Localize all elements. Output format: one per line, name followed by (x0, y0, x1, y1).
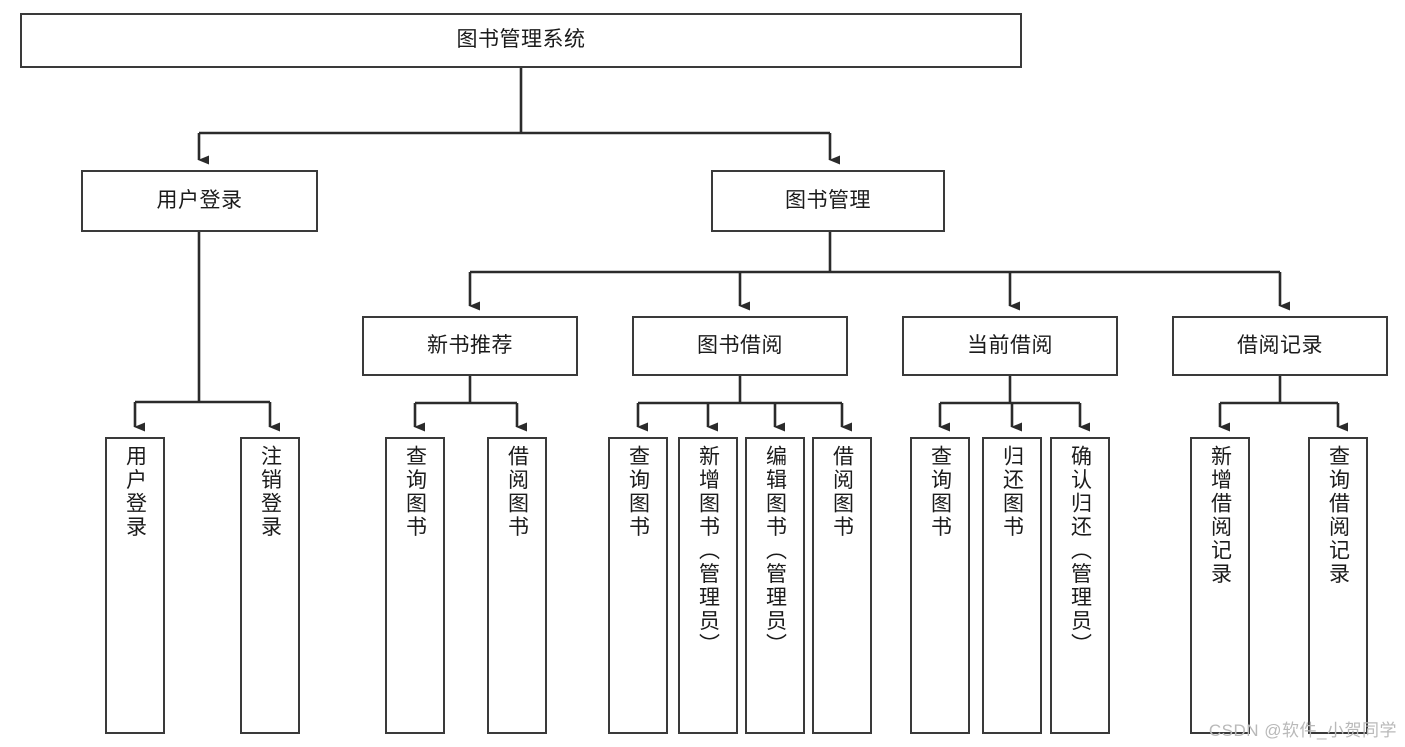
node-leaf-query-book-1-label: 查询图书 (403, 445, 427, 539)
node-leaf-query-book-3[interactable]: 查询图书 (910, 437, 970, 734)
node-leaf-confirm-return[interactable]: 确认归还（管理员） (1050, 437, 1110, 734)
node-leaf-query-book-1[interactable]: 查询图书 (385, 437, 445, 734)
node-leaf-query-book-3-label: 查询图书 (928, 445, 952, 539)
node-current-borrow[interactable]: 当前借阅 (902, 316, 1118, 376)
node-leaf-add-book[interactable]: 新增图书（管理员） (678, 437, 738, 734)
node-leaf-borrow-book-2-label: 借阅图书 (830, 445, 854, 539)
node-user-login-label: 用户登录 (156, 188, 243, 212)
node-leaf-logout[interactable]: 注销登录 (240, 437, 300, 734)
node-leaf-borrow-book-1-label: 借阅图书 (505, 445, 529, 539)
node-leaf-user-login[interactable]: 用户登录 (105, 437, 165, 734)
node-leaf-borrow-book-1[interactable]: 借阅图书 (487, 437, 547, 734)
node-current-borrow-label: 当前借阅 (967, 333, 1053, 357)
node-borrow-record-label: 借阅记录 (1237, 333, 1323, 357)
node-new-book-rec-label: 新书推荐 (427, 333, 513, 357)
node-leaf-query-record-label: 查询借阅记录 (1326, 445, 1350, 586)
node-leaf-user-login-label: 用户登录 (123, 445, 147, 539)
node-leaf-logout-label: 注销登录 (258, 445, 282, 539)
node-book-borrow[interactable]: 图书借阅 (632, 316, 848, 376)
node-borrow-record[interactable]: 借阅记录 (1172, 316, 1388, 376)
node-leaf-add-book-label: 新增图书（管理员） (696, 445, 720, 657)
node-book-manage-label: 图书管理 (785, 188, 871, 212)
node-book-manage[interactable]: 图书管理 (711, 170, 945, 232)
node-root[interactable]: 图书管理系统 (20, 13, 1022, 68)
node-leaf-add-record-label: 新增借阅记录 (1208, 445, 1232, 586)
node-leaf-query-book-2[interactable]: 查询图书 (608, 437, 668, 734)
node-new-book-rec[interactable]: 新书推荐 (362, 316, 578, 376)
node-leaf-return-book[interactable]: 归还图书 (982, 437, 1042, 734)
node-leaf-query-record[interactable]: 查询借阅记录 (1308, 437, 1368, 734)
node-book-borrow-label: 图书借阅 (697, 333, 783, 357)
node-user-login[interactable]: 用户登录 (81, 170, 318, 232)
watermark-text: CSDN @软件_小贺同学 (1208, 721, 1397, 740)
node-leaf-return-book-label: 归还图书 (1000, 445, 1024, 539)
node-leaf-query-book-2-label: 查询图书 (626, 445, 650, 539)
node-leaf-confirm-return-label: 确认归还（管理员） (1068, 445, 1092, 657)
node-leaf-add-record[interactable]: 新增借阅记录 (1190, 437, 1250, 734)
node-leaf-edit-book-label: 编辑图书（管理员） (763, 445, 787, 657)
node-leaf-borrow-book-2[interactable]: 借阅图书 (812, 437, 872, 734)
node-leaf-edit-book[interactable]: 编辑图书（管理员） (745, 437, 805, 734)
node-root-label: 图书管理系统 (456, 28, 586, 52)
